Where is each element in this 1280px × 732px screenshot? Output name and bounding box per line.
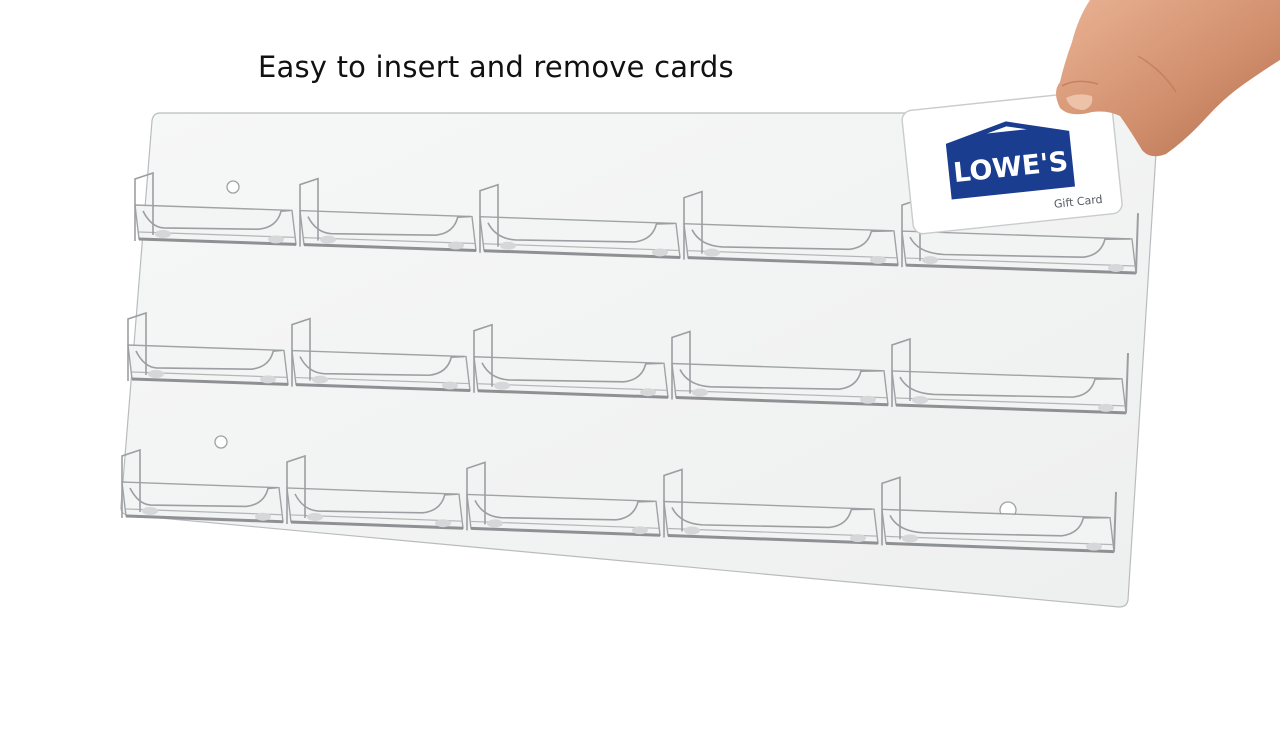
lowes-logo: LOWE'S xyxy=(945,121,1076,200)
pocket-end-wall xyxy=(1135,213,1139,274)
card-pocket xyxy=(127,311,289,386)
card-pocket xyxy=(473,323,669,399)
card-pocket xyxy=(683,190,899,267)
headline-caption: Easy to insert and remove cards xyxy=(258,50,734,84)
card-pocket xyxy=(479,183,681,259)
pocket-end-wall xyxy=(1125,353,1129,414)
card-pocket xyxy=(881,476,1115,554)
gift-card-label: Gift Card xyxy=(1053,193,1103,211)
card-pocket xyxy=(291,317,471,393)
card-pockets xyxy=(121,171,1139,554)
mounting-hole xyxy=(214,435,228,449)
card-pocket xyxy=(901,197,1137,275)
card-pocket xyxy=(671,330,889,407)
card-pocket xyxy=(466,461,661,537)
pocket-end-wall xyxy=(1113,491,1117,552)
hand-holding-card xyxy=(1056,0,1280,157)
mounting-hole xyxy=(226,180,240,194)
gift-card: LOWE'S Gift Card xyxy=(901,89,1123,235)
card-pocket xyxy=(286,454,464,530)
card-pocket xyxy=(299,177,477,253)
card-pocket xyxy=(891,337,1127,415)
card-pocket xyxy=(121,448,284,524)
card-pocket xyxy=(663,468,879,545)
card-pocket xyxy=(134,171,297,246)
